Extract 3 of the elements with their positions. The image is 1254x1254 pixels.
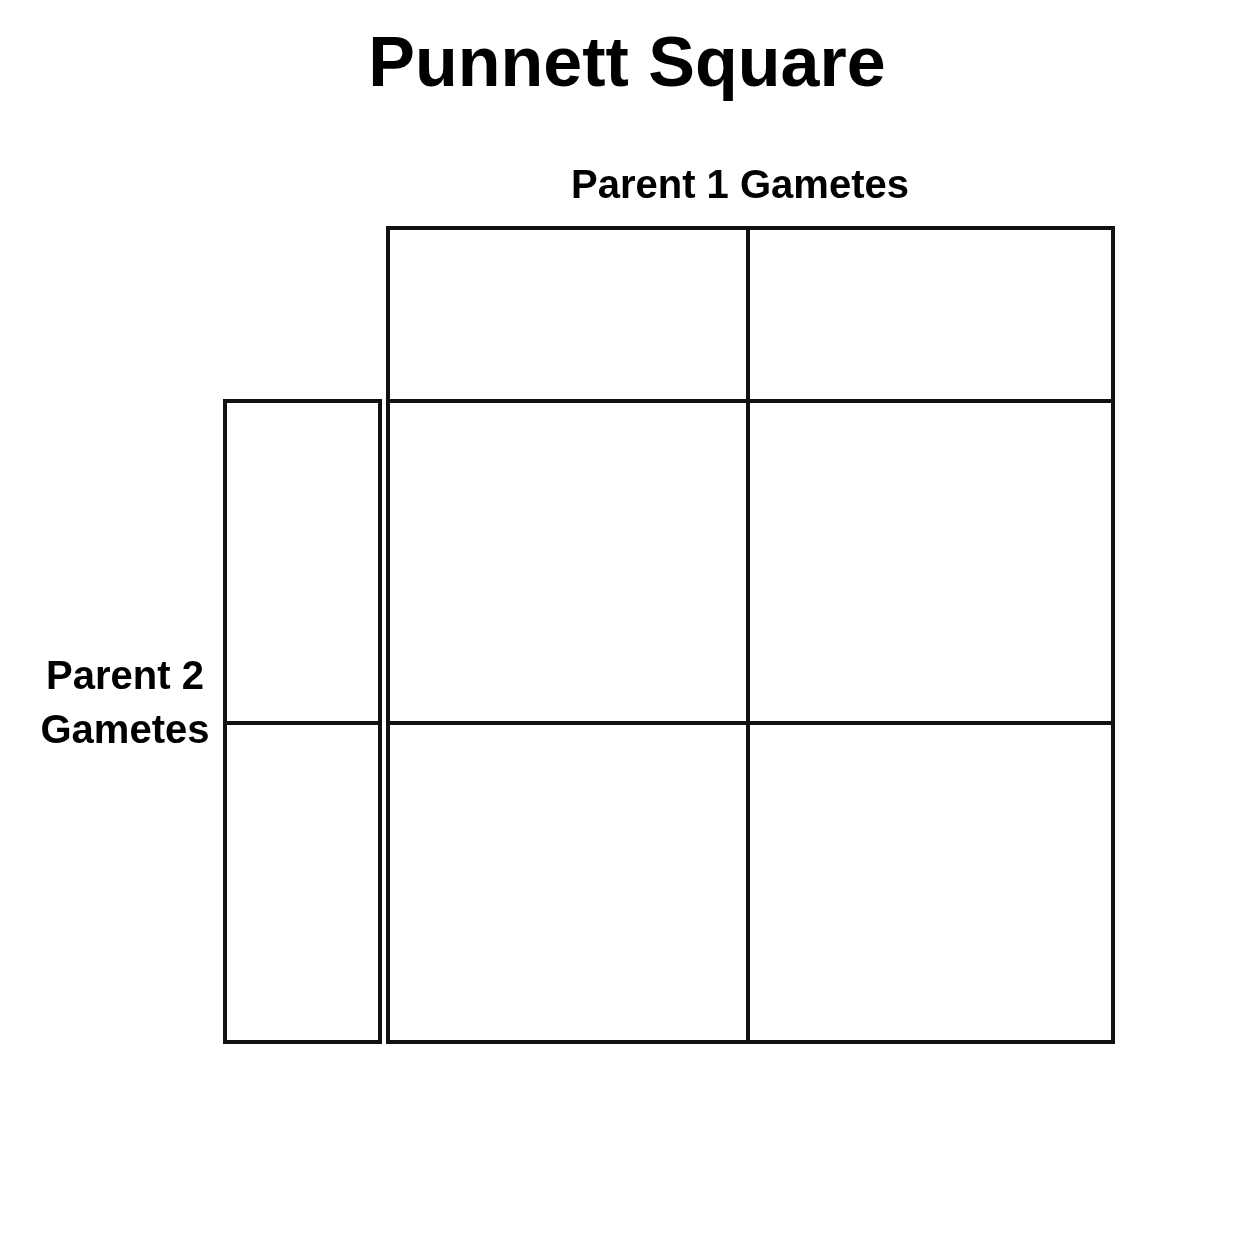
title: Punnett Square	[367, 22, 887, 102]
row-header-label: Parent 2 Gametes	[39, 652, 211, 753]
column-header-label: Parent 1 Gametes	[570, 162, 910, 207]
